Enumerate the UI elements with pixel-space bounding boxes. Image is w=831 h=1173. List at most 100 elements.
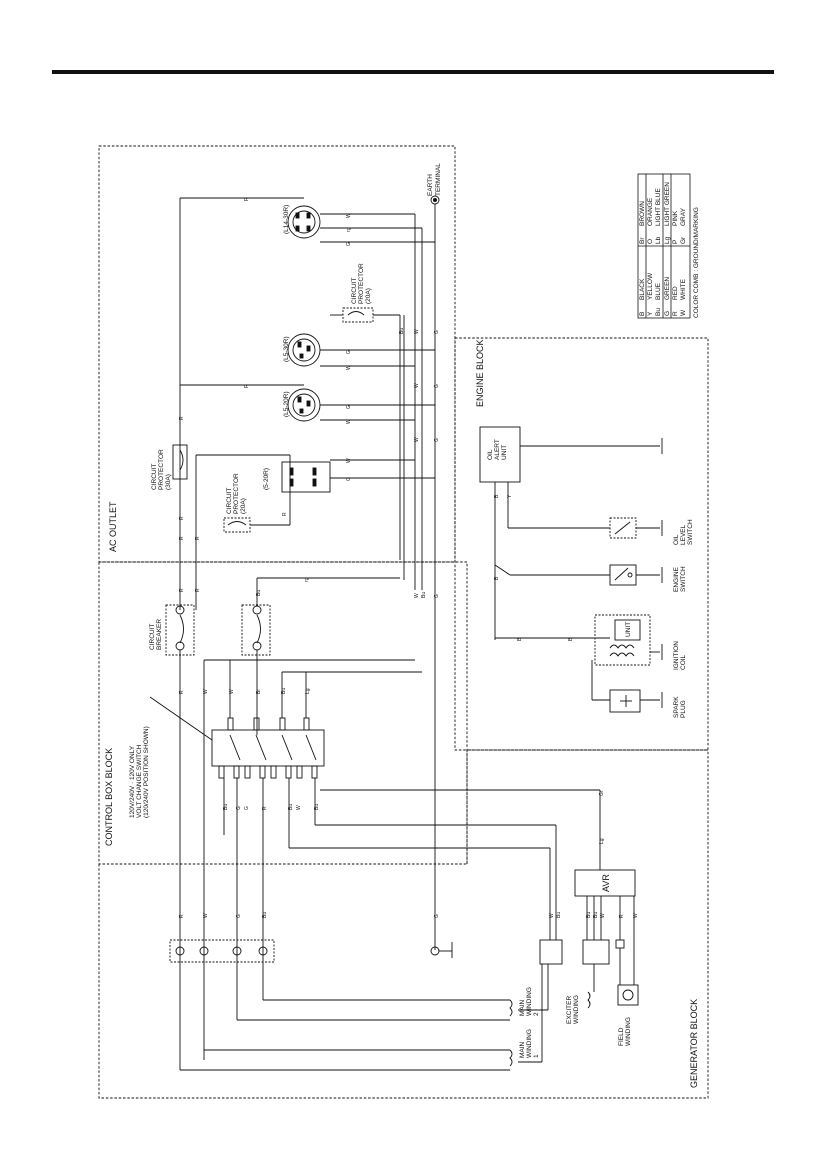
field-winding-label-1: FIELD bbox=[618, 1027, 625, 1046]
avr-label: AVR bbox=[601, 874, 611, 892]
cp-top-label-2: PROTECTOR bbox=[358, 263, 365, 304]
wire-code: B bbox=[494, 494, 500, 498]
control-box-title: CONTROL BOX BLOCK bbox=[104, 748, 114, 846]
legend-code: B bbox=[639, 312, 646, 316]
main-winding-connectors bbox=[539, 939, 625, 965]
oil-alert-unit bbox=[479, 426, 660, 483]
wire-code: Lg bbox=[599, 838, 605, 844]
terminal-strip bbox=[169, 939, 275, 963]
wire-code: R bbox=[179, 690, 185, 694]
outlet-l5-b-label: (L5-20R) bbox=[283, 391, 290, 417]
wire-code: W bbox=[346, 458, 352, 463]
legend-footer: COLOR COMB : GROUND/MARKING bbox=[693, 207, 700, 318]
oil-alert-label-3: UNIT bbox=[501, 445, 508, 460]
wire-code: W bbox=[346, 419, 352, 424]
engine-switch-label-1: ENGINE bbox=[673, 566, 680, 592]
wire-code: R bbox=[195, 536, 201, 540]
wire-code: Bu bbox=[288, 804, 294, 810]
generator-block-frame bbox=[98, 749, 709, 1099]
cp-top-label-3: (20A) bbox=[365, 288, 372, 304]
wire-code: Bu bbox=[556, 912, 562, 918]
cp-20a-label-3: (20A) bbox=[240, 498, 247, 514]
wire-code: Bu bbox=[593, 912, 599, 918]
oil-alert-label-1: OIL bbox=[487, 449, 494, 460]
wire-code: G bbox=[346, 242, 352, 246]
circuit-protector-30a bbox=[172, 444, 188, 480]
legend-name: BLACK bbox=[639, 278, 646, 300]
legend-code: Bu bbox=[655, 308, 662, 316]
wire-code: G bbox=[236, 806, 242, 810]
cp-30a-label-2: PROTECTOR bbox=[158, 449, 165, 490]
main-winding-1-label-2: WINDING bbox=[526, 1029, 533, 1058]
wire-code: Bu bbox=[262, 912, 268, 918]
wire-code: B bbox=[568, 637, 574, 641]
oil-level-label-3: SWITCH bbox=[687, 519, 694, 545]
outlet-l5-30r bbox=[287, 333, 321, 367]
wire-code: R bbox=[195, 588, 201, 592]
wire-code: R bbox=[179, 914, 185, 918]
cp-20a-label-1: CIRCUIT bbox=[226, 488, 233, 514]
unit-label: UNIT bbox=[625, 622, 632, 637]
wire-code: W bbox=[414, 329, 420, 334]
main-winding-2-label-3: 2 bbox=[533, 1012, 540, 1016]
outlet-5-20-label: (5-20R) bbox=[263, 468, 270, 490]
legend-code: Gr bbox=[680, 236, 687, 244]
legend-name: PINK bbox=[672, 210, 679, 226]
wire-code: R bbox=[244, 384, 250, 388]
wire-code: Gr bbox=[599, 790, 605, 796]
volt-change-switch bbox=[211, 717, 325, 779]
ac-outlet-title: AC OUTLET bbox=[108, 501, 118, 552]
wire-code: rg bbox=[346, 227, 352, 232]
oil-level-label-1: OIL bbox=[673, 534, 680, 545]
field-winding-label-2: WINDING bbox=[625, 1017, 632, 1046]
wire-code: Bu bbox=[399, 328, 405, 334]
wire-code: W bbox=[549, 913, 555, 918]
wire-code: R bbox=[179, 536, 185, 540]
spark-plug-label-1: SPARK bbox=[673, 696, 680, 718]
wire-code: Lg bbox=[305, 688, 311, 694]
legend-name: BLUE bbox=[655, 282, 662, 300]
wire-code: G bbox=[236, 914, 242, 918]
wire-code: rg bbox=[304, 577, 310, 582]
wire-code: G bbox=[434, 594, 440, 598]
wire-code: R bbox=[282, 512, 288, 516]
volt-switch-label-3: (120/240V POSITION SHOWN) bbox=[143, 726, 150, 818]
wire-code: Y bbox=[507, 494, 513, 498]
wire-code: Bu bbox=[256, 590, 262, 596]
generator-block-title: GENERATOR BLOCK bbox=[689, 999, 699, 1088]
circuit-breaker-label-2: BREAKER bbox=[156, 619, 163, 650]
ground-symbols bbox=[451, 438, 663, 958]
legend-code: Br bbox=[639, 237, 646, 244]
oil-level-switch bbox=[609, 517, 660, 539]
wire-code: W bbox=[414, 383, 420, 388]
main-winding-1-label-1: MAIN bbox=[519, 1041, 526, 1058]
wire-code: W bbox=[203, 689, 209, 694]
wire-code: W bbox=[229, 689, 235, 694]
wire-code: R bbox=[179, 588, 185, 592]
header-rule bbox=[52, 70, 774, 74]
wire-code: R bbox=[179, 516, 185, 520]
control-box-frame bbox=[98, 561, 468, 865]
legend-name: ORANGE bbox=[647, 197, 654, 226]
legend-name: RED bbox=[672, 286, 679, 300]
cp-20a-label-2: PROTECTOR bbox=[233, 473, 240, 514]
wire-code: W bbox=[346, 213, 352, 218]
wire-code: Br bbox=[256, 689, 262, 694]
outlet-l14-label: (L14-30R) bbox=[283, 205, 290, 234]
legend-code: Lg bbox=[664, 236, 671, 244]
legend-name: LIGHT GREEN bbox=[664, 182, 671, 226]
ac-outlet-frame bbox=[98, 145, 456, 563]
legend-name: WHITE bbox=[680, 278, 687, 300]
circuit-protector-top bbox=[330, 307, 401, 560]
cp-30a-label-1: CIRCUIT bbox=[151, 464, 158, 490]
wire-code: Bu bbox=[281, 688, 287, 694]
engine-block-title: ENGINE BLOCK bbox=[475, 339, 485, 407]
engine-switch bbox=[609, 564, 660, 586]
oil-level-label-2: LEVEL bbox=[680, 524, 687, 545]
wire-code: Bu bbox=[421, 592, 427, 598]
legend-name: GRAY bbox=[680, 207, 687, 226]
main-winding-2-label-2: WINDING bbox=[526, 987, 533, 1016]
volt-switch-label-2: VOLT CHANGE SWITCH bbox=[136, 744, 143, 818]
earth-terminal-label-2: TERMINAL bbox=[435, 163, 442, 196]
volt-switch-label-1: 120V/240V · 120V ONLY bbox=[129, 745, 136, 818]
